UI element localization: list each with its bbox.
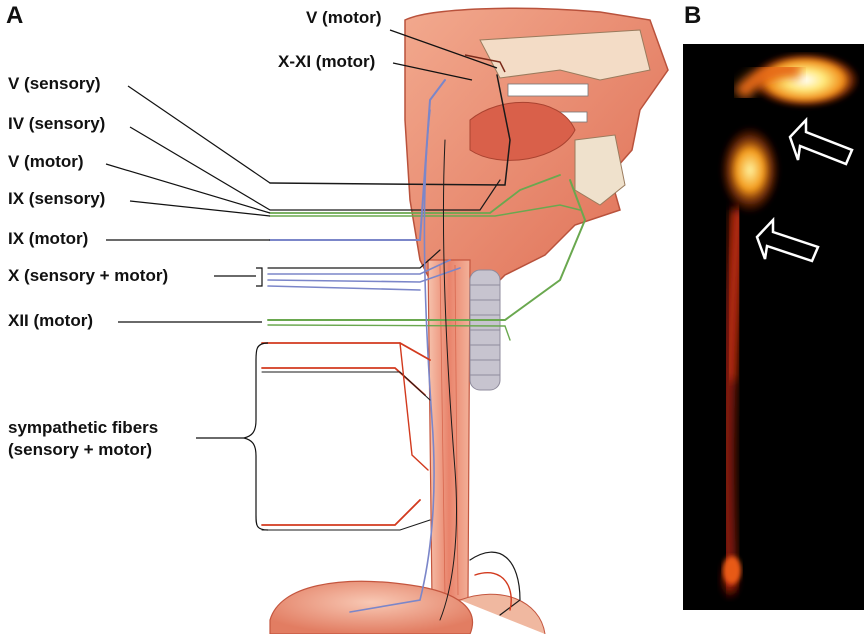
label-sympathetic-type: (sensory + motor) bbox=[8, 440, 152, 460]
scan-background bbox=[683, 44, 864, 610]
label-ix-sensory: IX (sensory) bbox=[8, 189, 105, 209]
label-x-sensory-motor: X (sensory + motor) bbox=[8, 266, 168, 286]
label-sympathetic-fibers: sympathetic fibers bbox=[8, 418, 158, 438]
pharyngeal-hotspot bbox=[720, 126, 780, 214]
label-xii-motor: XII (motor) bbox=[8, 311, 93, 331]
label-iv-sensory: IV (sensory) bbox=[8, 114, 105, 134]
label-v-sensory: V (sensory) bbox=[8, 74, 101, 94]
label-v-motor-top: V (motor) bbox=[306, 8, 382, 28]
label-x-xi-motor: X-XI (motor) bbox=[278, 52, 375, 72]
label-v-motor: V (motor) bbox=[8, 152, 84, 172]
label-ix-motor: IX (motor) bbox=[8, 229, 88, 249]
